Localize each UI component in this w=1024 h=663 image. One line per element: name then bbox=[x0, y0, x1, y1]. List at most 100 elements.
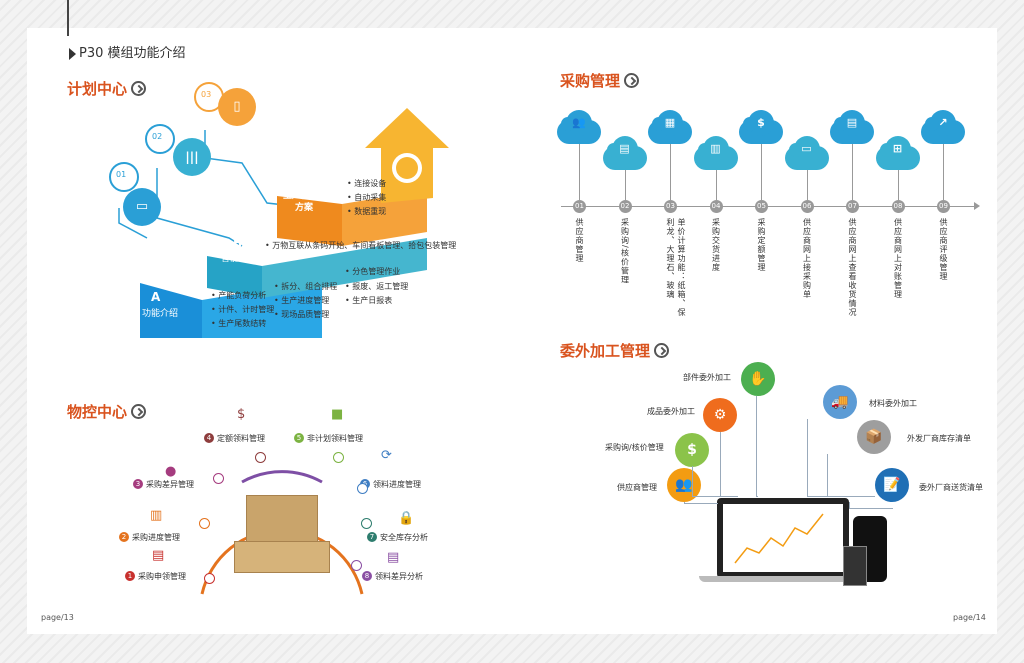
triangle-icon bbox=[69, 47, 76, 60]
c-item-1: • 连接设备 bbox=[347, 179, 387, 188]
item-number: 2 bbox=[119, 532, 129, 542]
plan-section-title: 计划中心 bbox=[67, 78, 147, 99]
connector-line bbox=[761, 144, 762, 200]
a-item-2: • 计件、计时管理 bbox=[211, 305, 275, 314]
connector-line bbox=[624, 170, 626, 200]
b-item-1: • 万物互联从条码开始、车间看板管理、拾包包装管理 bbox=[265, 241, 457, 250]
connector-line bbox=[827, 454, 875, 497]
item-number: 8 bbox=[362, 571, 372, 581]
header-rule bbox=[67, 0, 69, 36]
money-hand-icon: $ bbox=[237, 407, 246, 422]
people-icon: 👥 bbox=[557, 110, 601, 144]
material-section-title: 物控中心 bbox=[67, 401, 147, 422]
outsource-right-icon: 🚚 bbox=[823, 385, 857, 419]
outsource-left-label: 供应商管理 bbox=[617, 483, 657, 492]
plan-node-01 bbox=[109, 162, 139, 192]
item-label: 非计划领料管理 bbox=[307, 434, 363, 443]
purchase-timeline bbox=[561, 206, 977, 207]
page-title: P30 模组功能介绍 bbox=[69, 42, 186, 61]
connector-line bbox=[943, 144, 944, 200]
timeline-arrow-icon bbox=[974, 202, 980, 210]
plan-num-02: 02 bbox=[152, 132, 163, 141]
step-number: 08 bbox=[891, 200, 905, 213]
step-label: 采购定额管理 bbox=[757, 218, 766, 272]
connector-line bbox=[807, 419, 841, 497]
dollar-icon-glyph: $ bbox=[757, 116, 765, 129]
c-item-3: • 数据重现 bbox=[347, 207, 387, 216]
step-label: 单价计算功能：纸箱、保利龙、大理石、玻璃 bbox=[666, 218, 686, 317]
step-label: 供应商网上对账管理 bbox=[893, 218, 903, 299]
arrow-right-icon bbox=[654, 343, 670, 358]
connector-line bbox=[849, 502, 893, 509]
step-number: 04 bbox=[709, 200, 723, 213]
calculator-icon-glyph: ▦ bbox=[664, 116, 676, 129]
item-label: 采购进度管理 bbox=[132, 533, 180, 542]
arc-node bbox=[357, 483, 368, 494]
arc-node bbox=[361, 518, 372, 529]
dollar-icon: $ bbox=[739, 110, 783, 144]
outsource-right-icon: 📦 bbox=[857, 420, 891, 454]
connector-line bbox=[720, 432, 738, 497]
outsource-right-label: 委外厂商送货清单 bbox=[919, 483, 983, 492]
bar-chart-icon-glyph: ▥ bbox=[710, 142, 721, 155]
outsource-left-label: 成品委外加工 bbox=[647, 407, 695, 416]
laptop-base bbox=[699, 576, 875, 582]
box-icon bbox=[234, 541, 330, 573]
outsource-right-label: 外发厂商库存清单 bbox=[907, 434, 971, 443]
arc-node bbox=[199, 518, 210, 529]
bar-chart-icon: ▥ bbox=[693, 136, 738, 170]
outsource-left-label: 采购询/核价管理 bbox=[605, 443, 664, 452]
section-b-letter: B bbox=[233, 236, 243, 250]
connector-line bbox=[684, 502, 718, 504]
lock-icon: 🔒 bbox=[398, 511, 415, 526]
arrow-right-icon bbox=[131, 404, 147, 419]
outsource-right-label: 材料委外加工 bbox=[869, 399, 917, 408]
growth-chart-icon-glyph: ↗ bbox=[938, 116, 948, 129]
connector-line bbox=[670, 144, 671, 200]
step-label: 供应商管理 bbox=[575, 218, 584, 263]
a-item-3: • 生产尾数结转 bbox=[211, 319, 267, 328]
step-label: 采购询/核价管理 bbox=[620, 218, 630, 285]
step-number: 06 bbox=[800, 200, 814, 213]
a-item-4: • 拆分、组合排程 bbox=[274, 282, 338, 291]
step-number: 07 bbox=[846, 200, 859, 213]
connector-line bbox=[692, 466, 728, 497]
arc-node bbox=[213, 473, 224, 484]
connector-line bbox=[579, 144, 580, 200]
outsource-right-icon: 📝 bbox=[875, 468, 909, 502]
item-label: 领料差异分析 bbox=[375, 572, 423, 581]
outsource-left-label: 部件委外加工 bbox=[683, 373, 731, 382]
a-item-7: • 分色管理作业 bbox=[345, 267, 401, 276]
item-number: 5 bbox=[294, 433, 304, 443]
section-c-letter: C bbox=[299, 176, 308, 190]
arc-node bbox=[255, 452, 266, 463]
step-number: 09 bbox=[937, 200, 950, 213]
step-label: 供应商评级管理 bbox=[939, 218, 948, 281]
item-number: 3 bbox=[133, 479, 143, 489]
section-a-name: 功能介绍 bbox=[142, 309, 179, 319]
network-icon-glyph: ⊞ bbox=[892, 142, 903, 155]
monitor-icon-glyph: ▭ bbox=[801, 142, 812, 155]
step-number: 03 bbox=[664, 200, 677, 213]
step-label: 供应商网上查看收货情况 bbox=[848, 218, 857, 317]
a-item-1: • 产能负荷分析 bbox=[211, 291, 267, 300]
network-icon: ⊞ bbox=[875, 136, 920, 170]
connector-line bbox=[756, 396, 758, 497]
outsource-left-icon: 👥 bbox=[667, 468, 701, 502]
step-label: 采购交货进度 bbox=[711, 218, 721, 272]
document-icon: ▤ bbox=[602, 136, 647, 170]
piggy-bank-icon: ● bbox=[165, 464, 177, 479]
barcode-icon: ||| bbox=[173, 138, 211, 176]
page-number-right: page/14 bbox=[953, 613, 986, 622]
plan-node-02 bbox=[145, 124, 175, 154]
growth-chart-icon: ↗ bbox=[921, 110, 965, 144]
outsource-left-icon: $ bbox=[675, 433, 709, 467]
book-icon: ▤ bbox=[387, 550, 400, 565]
a-item-5: • 生产进度管理 bbox=[274, 296, 330, 305]
cube-icon: ■ bbox=[331, 407, 344, 422]
report-icon-glyph: ▤ bbox=[846, 116, 858, 129]
report-icon: ▤ bbox=[830, 110, 874, 144]
item-label: 采购差异管理 bbox=[146, 480, 194, 489]
brochure-spread: P30 模组功能介绍 计划中心 01 02 03 ▭ ||| ▯ A 功能介绍 … bbox=[27, 0, 997, 634]
plan-num-03: 03 bbox=[201, 90, 212, 99]
